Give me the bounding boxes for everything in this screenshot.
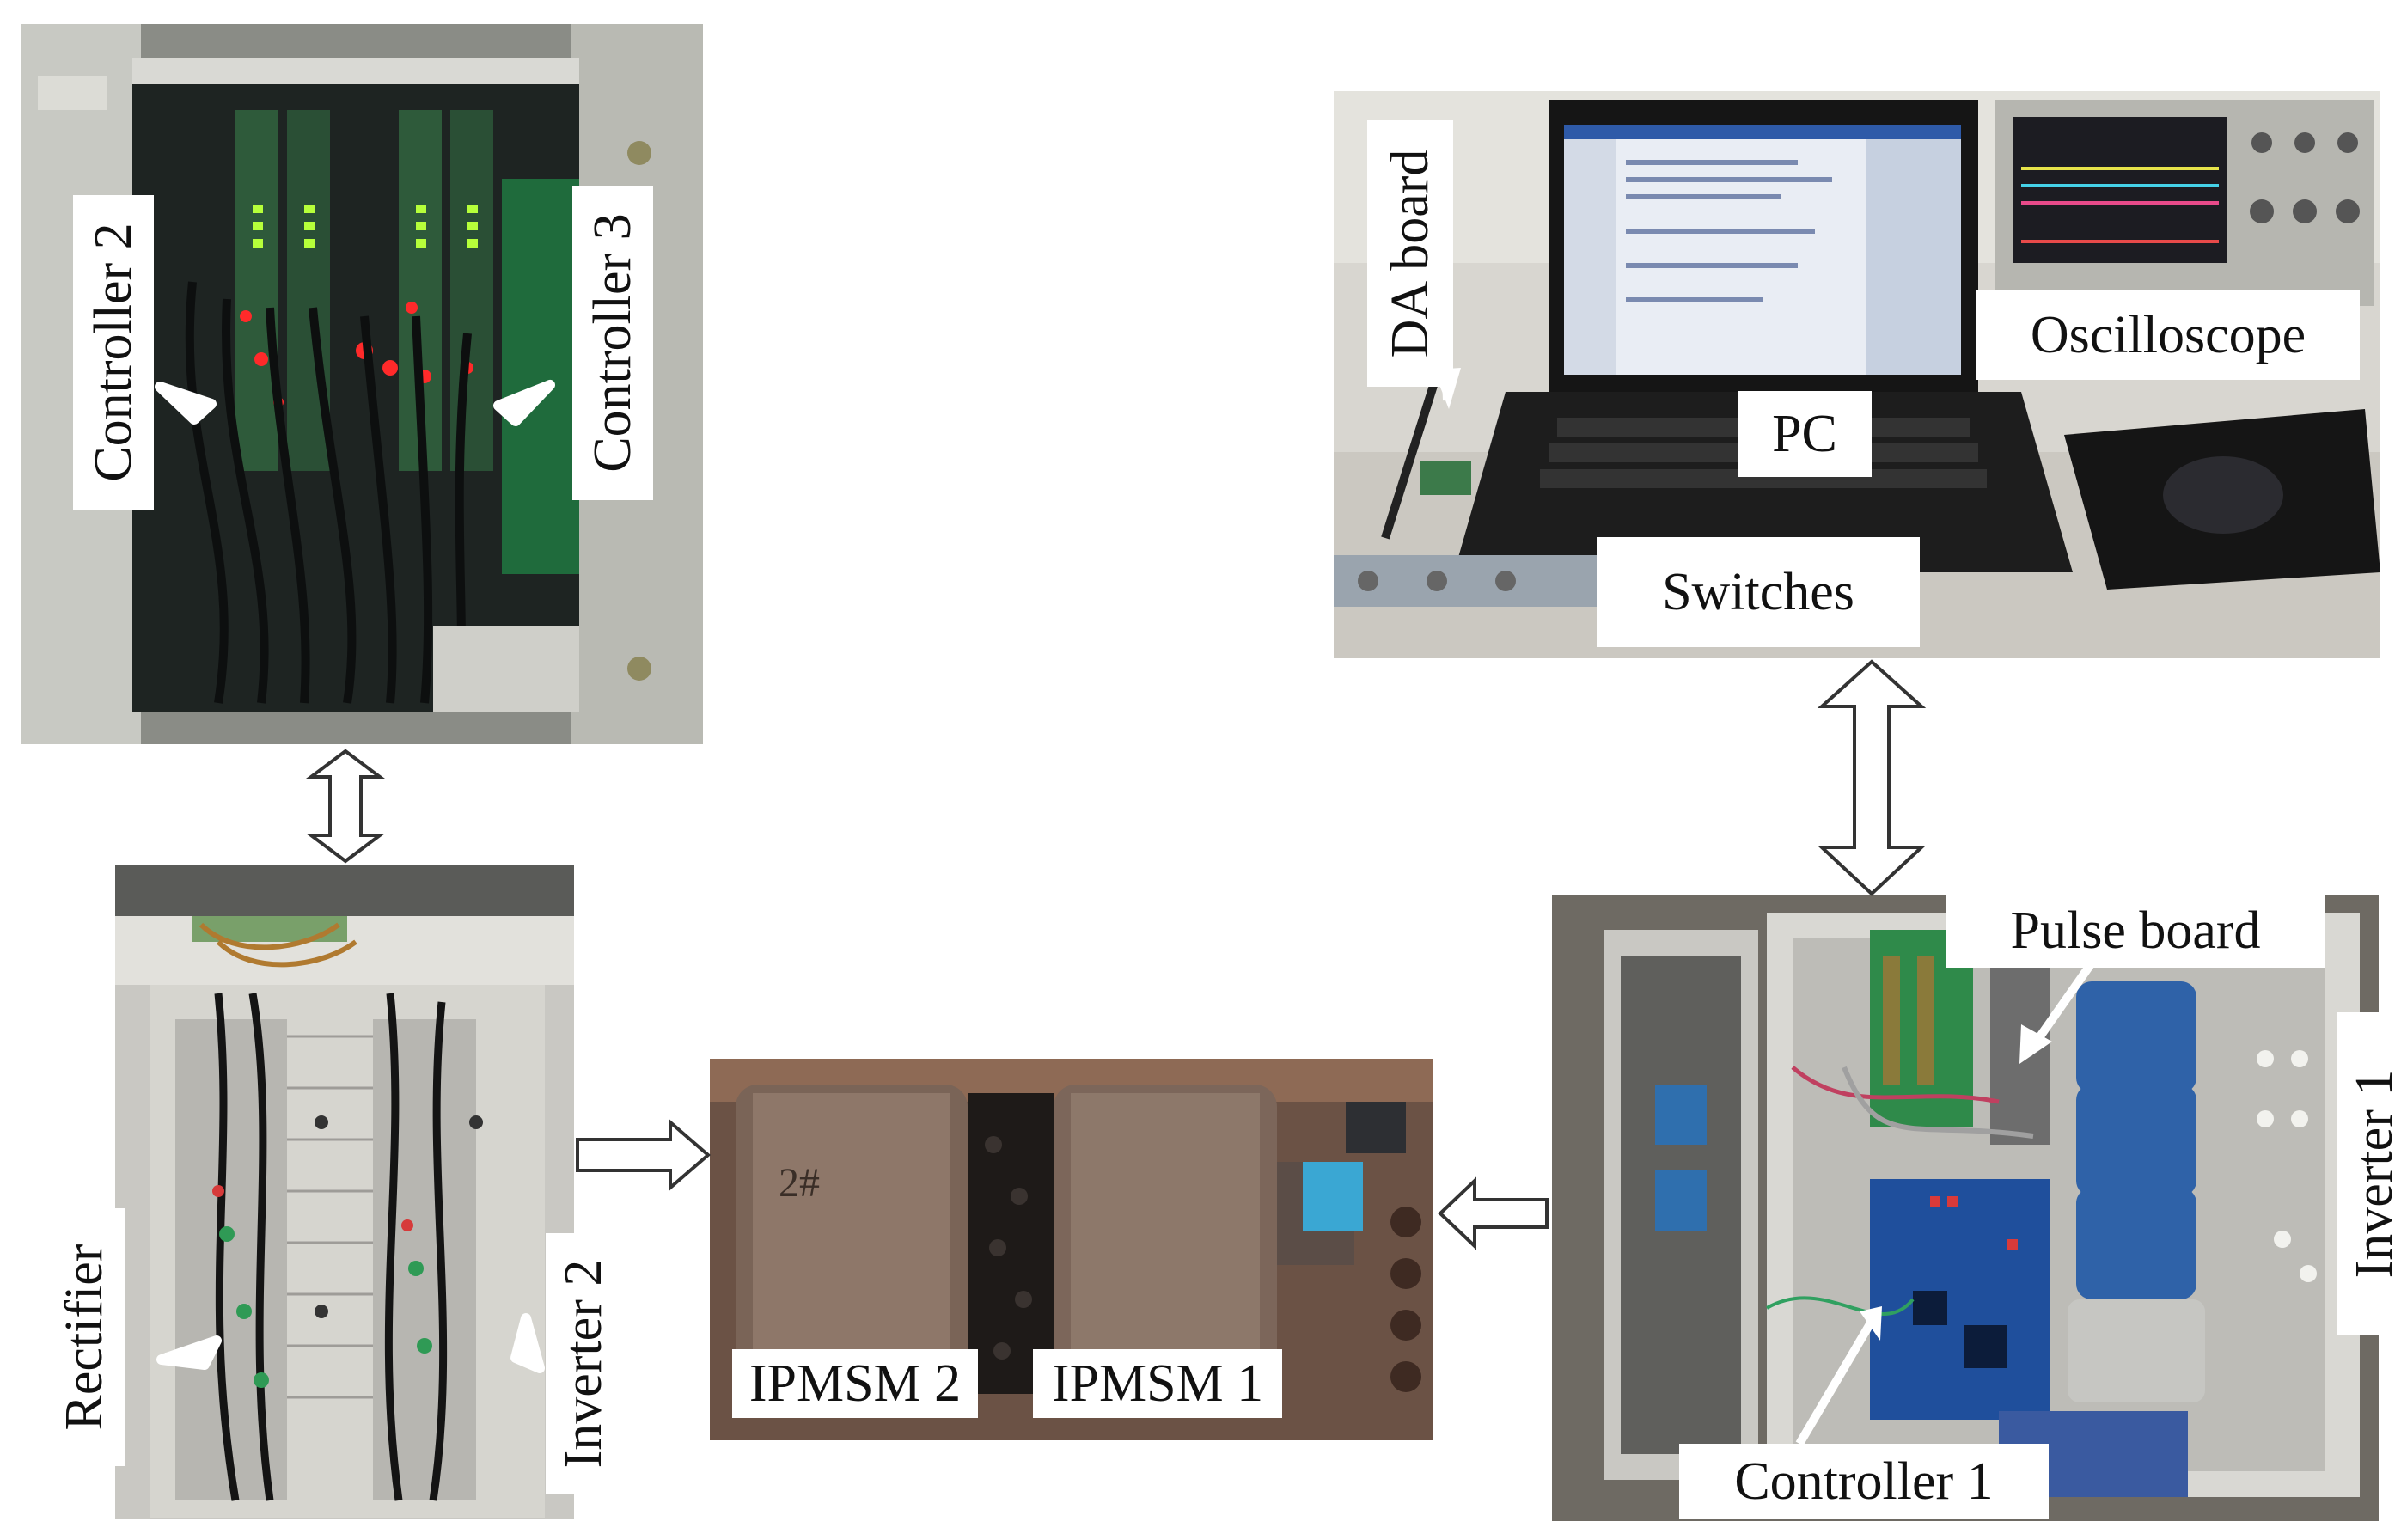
pc-bench-photo <box>1334 91 2380 658</box>
pulse-board-label: Pulse board <box>1946 894 2325 968</box>
double-arrow-pc-inverter1 <box>1817 659 1927 896</box>
controller-3-label: Controller 3 <box>572 186 653 500</box>
arrow-inverter1-to-motor <box>1438 1176 1549 1250</box>
rectifier-label: Rectifier <box>44 1208 125 1466</box>
svg-text:2#: 2# <box>779 1160 820 1206</box>
ipmsm-2-label: IPMSM 2 <box>732 1349 978 1418</box>
controller-2-label: Controller 2 <box>73 195 154 510</box>
arrow-inverter2-to-motor <box>576 1118 712 1192</box>
inverter-1-box-photo <box>1552 895 2379 1521</box>
da-board-label: DA board <box>1367 120 1453 387</box>
double-arrow-controllers-rectifier <box>306 749 385 864</box>
oscilloscope-label: Oscilloscope <box>1976 290 2360 380</box>
ipmsm-1-label: IPMSM 1 <box>1033 1349 1282 1418</box>
inverter-1-label: Inverter 1 <box>2337 1012 2401 1335</box>
controller-1-label: Controller 1 <box>1679 1444 2049 1519</box>
rectifier-cabinet-photo <box>115 865 574 1519</box>
pc-label: PC <box>1738 391 1872 477</box>
switches-label: Switches <box>1597 537 1920 647</box>
inverter-2-label: Inverter 2 <box>546 1233 621 1494</box>
